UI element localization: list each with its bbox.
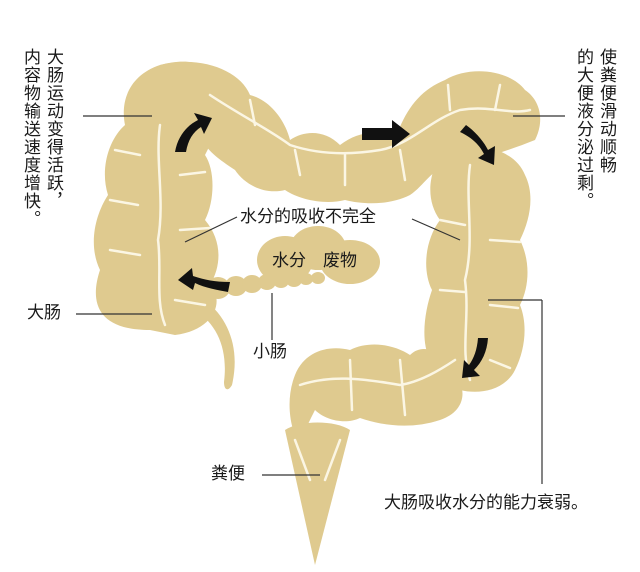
label-left-col2: 内容物输送速度增快。: [20, 48, 40, 228]
haustra-fold-lines: [108, 83, 532, 482]
label-water-absorption-incomplete: 水分的吸收不完全: [240, 207, 376, 227]
label-absorption-weakened: 大肠吸收水分的能力衰弱。: [384, 493, 588, 513]
water-waste-blob: [257, 226, 380, 284]
label-right-col1: 使粪便滑动顺畅: [596, 48, 616, 174]
label-large-intestine: 大肠: [27, 303, 61, 323]
label-left-col1: 大肠运动变得活跃，: [43, 48, 63, 210]
leader-lines: [76, 115, 565, 484]
arrow-down-icon: [462, 338, 488, 378]
label-water: 水分: [272, 251, 306, 271]
arrow-up-right-icon: [175, 113, 212, 152]
flow-arrows: [175, 113, 495, 378]
label-right-col2: 的大便液分泌过剩。: [573, 48, 593, 210]
arrow-down-right-icon: [460, 125, 495, 165]
label-waste: 废物: [323, 251, 357, 271]
intestine-body: [93, 61, 541, 565]
label-small-intestine: 小肠: [253, 342, 287, 362]
arrow-left-icon: [178, 268, 230, 292]
arrow-right-icon: [362, 120, 410, 148]
label-feces: 粪便: [211, 464, 245, 484]
